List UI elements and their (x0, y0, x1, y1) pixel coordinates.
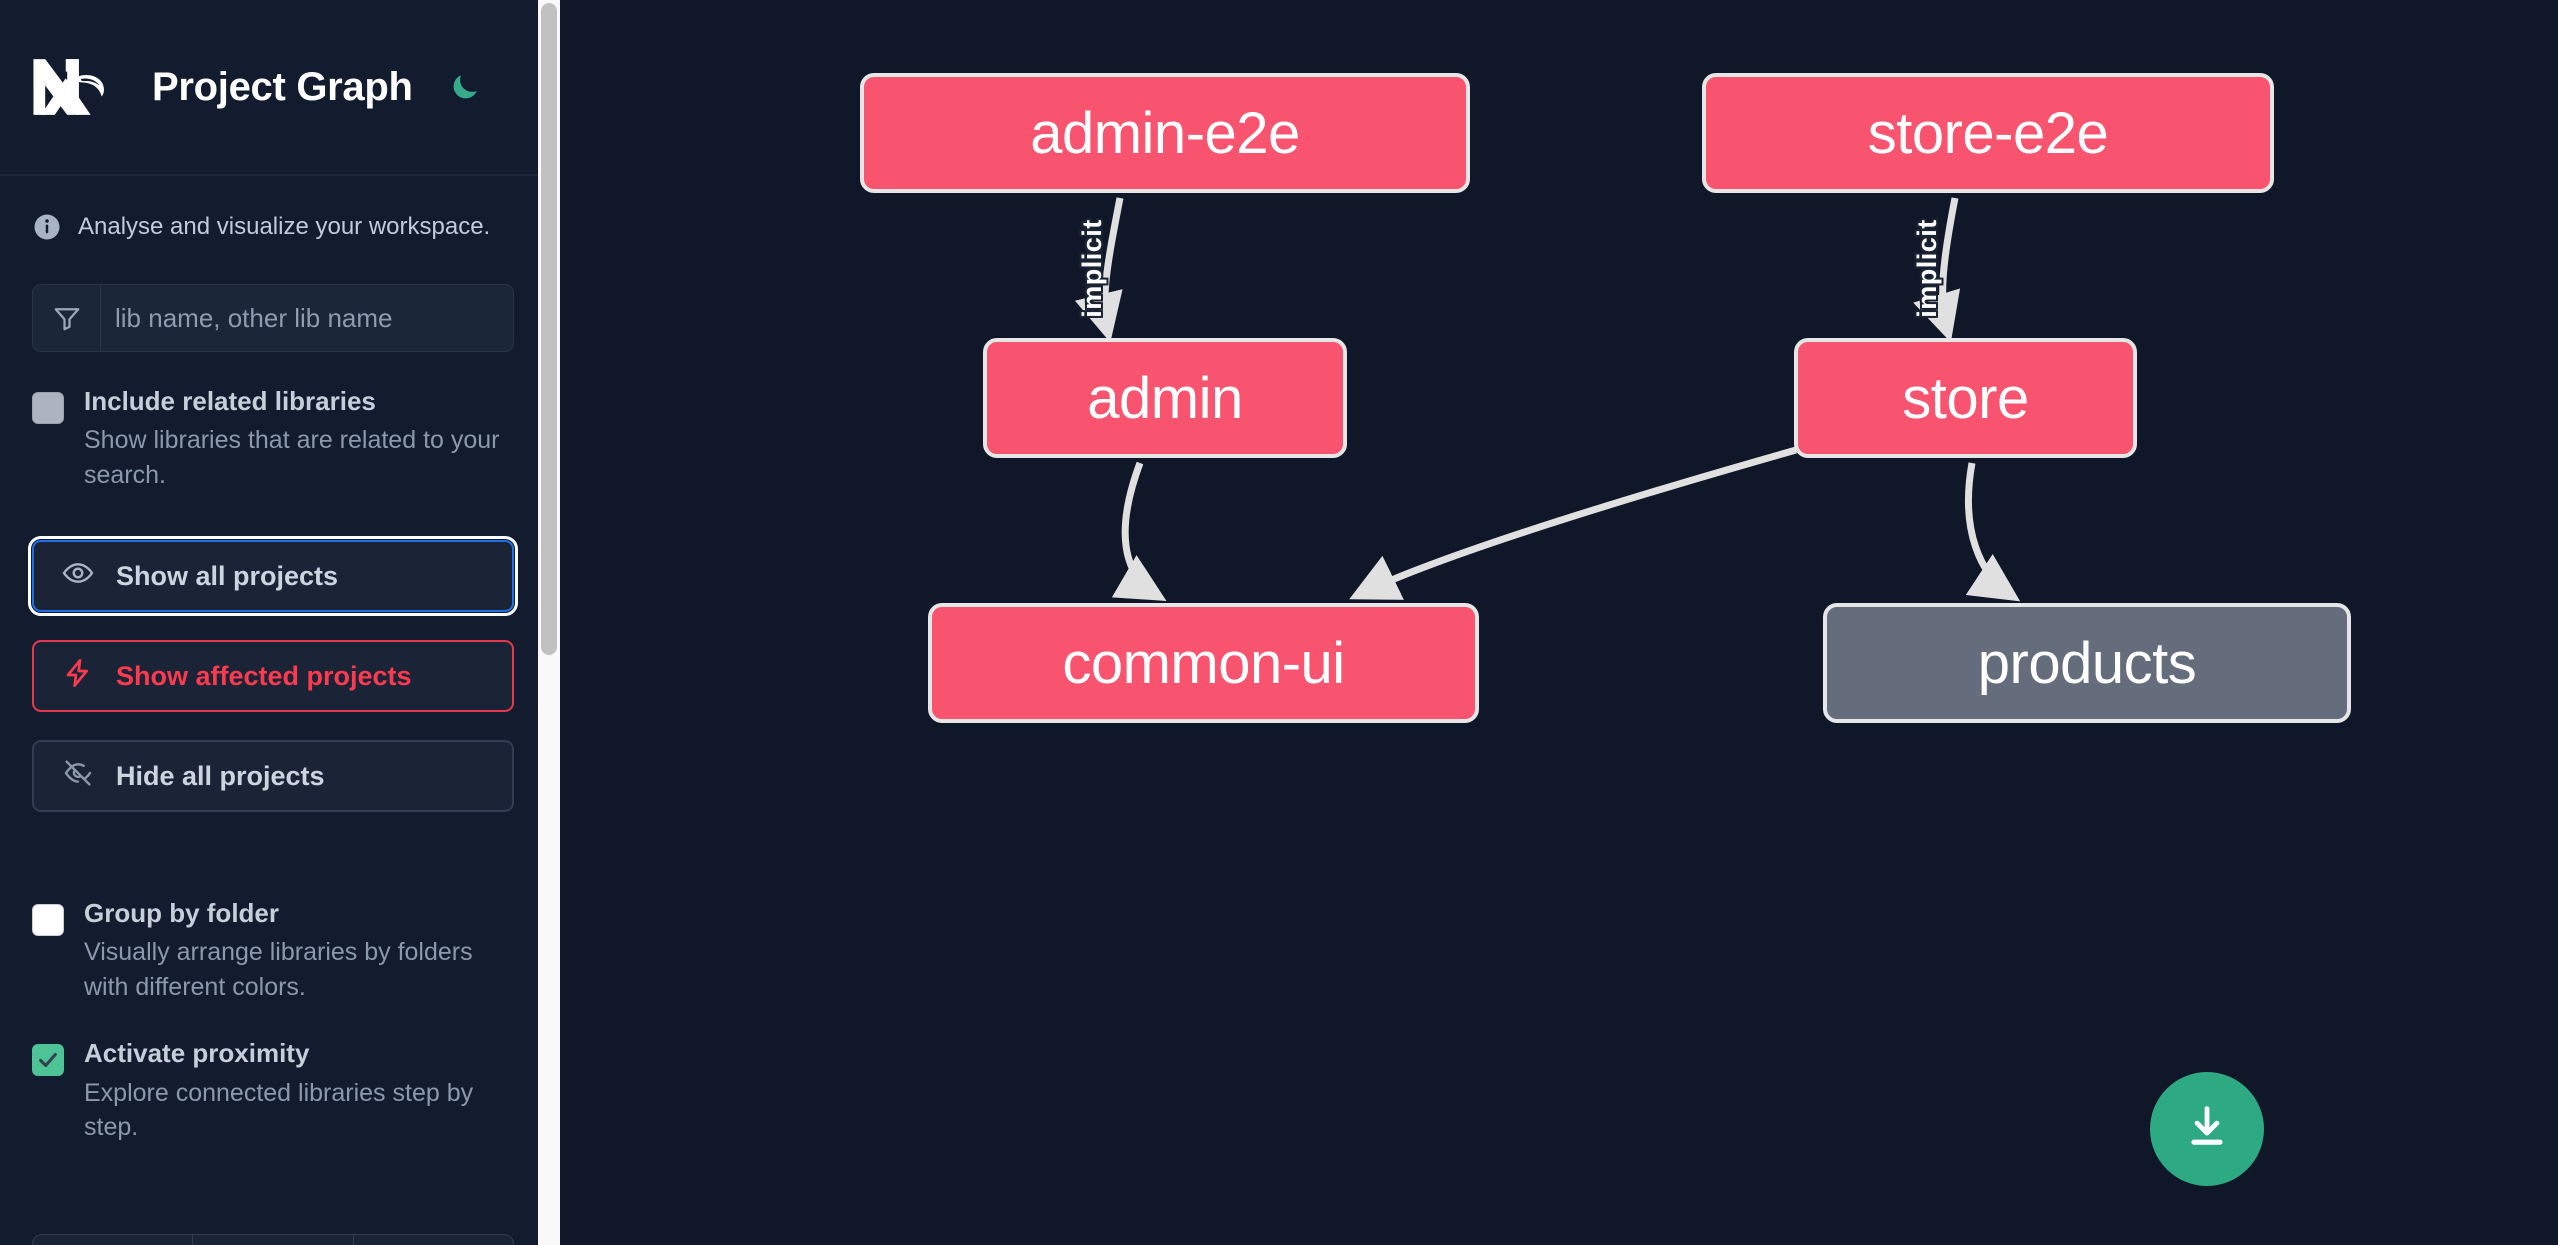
hide-all-projects-button[interactable]: Hide all projects (32, 740, 514, 813)
sidebar-tagline-text: Analyse and visualize your workspace. (78, 213, 491, 240)
option-label: Group by folder (84, 898, 279, 929)
checkbox-activate-proximity[interactable] (32, 1044, 64, 1077)
graph-node-label: admin-e2e (1030, 100, 1300, 166)
option-label: Include related libraries (84, 386, 376, 416)
project-visibility-buttons: Show all projects Show affected projects (0, 536, 546, 813)
option-text-group: Group by folder Visually arrange librari… (84, 898, 514, 1004)
sidebar-tagline: Analyse and visualize your workspace. (0, 176, 546, 242)
proximity-decrease-button[interactable] (33, 1235, 194, 1245)
hide-all-projects-label: Hide all projects (116, 760, 325, 791)
graph-node-admin[interactable]: admin (983, 338, 1347, 458)
graph-edges (1074, 197, 2021, 602)
option-activate-proximity[interactable]: Activate proximity Explore connected lib… (0, 1038, 546, 1144)
checkbox-include-related-libraries[interactable] (32, 392, 64, 424)
option-include-related-libraries[interactable]: Include related libraries Show libraries… (0, 386, 546, 492)
show-all-projects-label: Show all projects (116, 560, 339, 591)
show-all-projects-button[interactable]: Show all projects (28, 536, 518, 617)
graph-node-products[interactable]: products (1823, 603, 2351, 723)
search-input[interactable] (101, 285, 513, 351)
option-group-by-folder[interactable]: Group by folder Visually arrange librari… (0, 898, 546, 1004)
edge-store-e2e-store (1913, 197, 1961, 343)
info-icon (32, 212, 62, 242)
edge-store-common-ui (1349, 446, 1797, 600)
sidebar-scrollbar-thumb[interactable] (541, 3, 557, 655)
graph-node-label: products (1977, 630, 2197, 696)
graph-node-store[interactable]: store (1794, 338, 2137, 458)
lightning-icon (62, 657, 94, 696)
moon-icon[interactable] (443, 65, 487, 109)
option-description: Show libraries that are related to your … (84, 426, 500, 489)
option-description: Explore connected libraries step by step… (84, 1078, 474, 1142)
graph-node-admin-e2e[interactable]: admin-e2e (860, 73, 1470, 193)
spacer (0, 812, 546, 864)
download-icon (2181, 1101, 2233, 1158)
option-text-group: Include related libraries Show libraries… (84, 386, 514, 492)
edge-admin-e2e-admin (1074, 197, 1124, 343)
search-bar[interactable] (32, 284, 514, 352)
sidebar: Project Graph Analyse and visualize your… (0, 0, 560, 1245)
graph-node-store-e2e[interactable]: store-e2e (1702, 73, 2274, 193)
option-text-group: Activate proximity Explore connected lib… (84, 1038, 514, 1144)
option-description: Visually arrange libraries by folders wi… (84, 938, 473, 1001)
sidebar-scrollbar[interactable] (538, 0, 560, 1245)
checkbox-group-by-folder[interactable] (32, 904, 64, 937)
graph-node-common-ui[interactable]: common-ui (928, 603, 1479, 723)
graph-node-label: admin (1087, 365, 1243, 431)
graph-node-label: store-e2e (1867, 100, 2109, 166)
graph-node-label: common-ui (1062, 630, 1345, 696)
sidebar-content: Project Graph Analyse and visualize your… (0, 0, 546, 1245)
proximity-increase-button[interactable] (354, 1235, 513, 1245)
edge-store-products (1965, 462, 2021, 602)
proximity-step-button-group[interactable] (32, 1234, 514, 1245)
show-affected-projects-button[interactable]: Show affected projects (32, 640, 514, 713)
show-affected-projects-label: Show affected projects (116, 660, 412, 691)
edge-admin-common-ui (1111, 461, 1167, 601)
nx-logo-icon (32, 56, 120, 118)
page-title: Project Graph (152, 64, 413, 109)
download-image-button[interactable] (2150, 1072, 2264, 1186)
eye-icon (62, 557, 94, 596)
filter-icon (33, 285, 101, 351)
graph-canvas[interactable]: admin-e2e store-e2e admin store common-u… (560, 0, 2558, 1245)
option-label: Activate proximity (84, 1038, 310, 1069)
proximity-value (193, 1235, 354, 1245)
check-icon (39, 1053, 57, 1068)
sidebar-header: Project Graph (0, 0, 546, 176)
graph-node-label: store (1902, 365, 2029, 431)
eye-off-icon (62, 757, 94, 796)
